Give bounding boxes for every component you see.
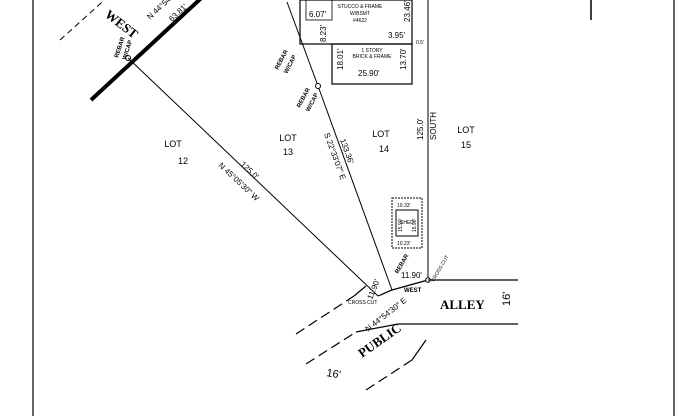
rear-frontage-line — [377, 279, 429, 297]
lot12-number: 12 — [178, 156, 188, 166]
main-house-title-line2: W/BSMT — [350, 11, 370, 17]
addition-title-line1: 1 STORY — [361, 48, 383, 54]
main-dim-6: 6.07' — [309, 10, 327, 19]
alley-width-right: 16' — [501, 292, 513, 306]
addition-dim-18: 18.01' — [336, 48, 345, 70]
addition-dim-25: 25.90' — [358, 69, 380, 78]
west-street-label: WEST — [102, 7, 141, 42]
alley-bottom-edge — [411, 339, 427, 361]
lot14-number: 14 — [379, 144, 389, 154]
alley-label: ALLEY — [440, 297, 485, 312]
west-street-centerline — [59, 0, 106, 41]
alley-lower-edge-left — [353, 285, 367, 297]
shed-dim-top: 10.33' — [397, 203, 411, 209]
shed-dim-bottom: 10.23' — [397, 241, 411, 247]
west-direction-label: WEST — [404, 288, 422, 294]
shed-outline-dashed — [391, 197, 423, 249]
frontage-lot13: 11.90' — [366, 278, 382, 301]
lot15-word: LOT — [457, 125, 475, 135]
alley-lower-dash-left — [295, 295, 355, 335]
addition-dim-13: 13.70' — [399, 48, 408, 70]
lot13-word: LOT — [279, 133, 297, 143]
west-street-line — [89, 0, 203, 102]
shed-dim-left: 15.90' — [398, 218, 404, 232]
lot12-line — [127, 57, 379, 297]
addition-title-line2: BRICK & FRAME — [353, 54, 393, 60]
wcap-label-lot12: W/CAP — [122, 40, 134, 61]
alley-width-bottom: 16' — [325, 367, 341, 381]
alley-inner-edge — [355, 323, 518, 333]
alley-outer-dash — [305, 331, 357, 365]
frontage-lot14: 11.90' — [401, 271, 422, 280]
main-dim-3: 3.95' — [388, 31, 406, 40]
lot12-word: LOT — [164, 139, 182, 149]
main-house-title-line3: #4622 — [353, 18, 367, 24]
cross-cut-right: CROSS CUT — [431, 254, 451, 283]
lot15-depth: 125.0' — [416, 118, 425, 140]
rebar-marker-lot13 — [315, 83, 321, 89]
alley-bottom-dash — [365, 359, 413, 391]
public-label: PUBLIC — [355, 320, 404, 360]
main-house-porch — [305, 0, 333, 21]
lot12-bearing: N 45°05'30" W — [217, 161, 262, 203]
lot15-south: SOUTH — [429, 112, 438, 140]
shed-dim-right: 15.90' — [412, 218, 418, 232]
lot14-word: LOT — [372, 129, 390, 139]
shed-label: SHED — [400, 220, 414, 226]
lot15-number: 15 — [461, 140, 471, 150]
main-house-title-line1: STUCCO & FRAME — [338, 4, 383, 10]
cross-cut-left: CROSS CUT — [348, 300, 377, 306]
lot13-number: 13 — [283, 147, 293, 157]
main-dim-23: 23.46' — [403, 0, 412, 22]
addition-outline — [331, 43, 413, 85]
main-dim-8: 8.23' — [319, 24, 328, 42]
lot13-line — [317, 85, 393, 291]
shed-outline — [395, 209, 419, 237]
main-dim-05: 0.5' — [416, 40, 424, 46]
